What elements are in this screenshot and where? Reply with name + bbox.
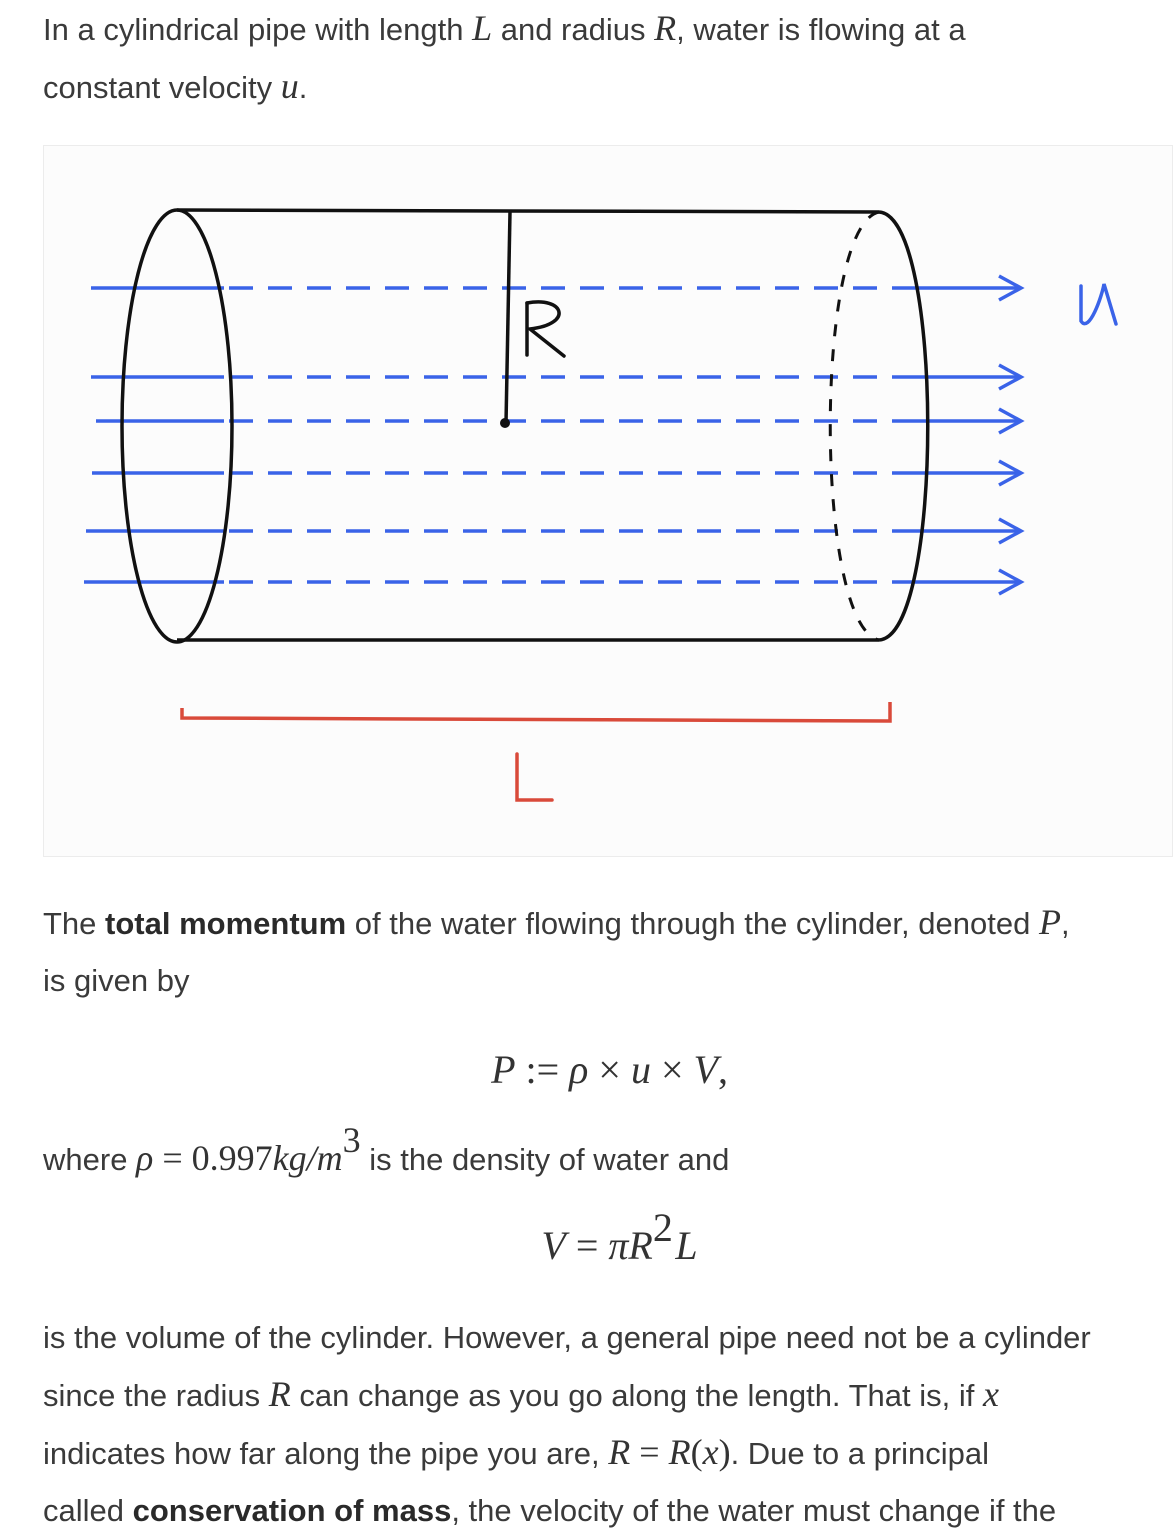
label-u-glyph	[1079, 283, 1118, 326]
math-u: u	[280, 66, 299, 106]
density-paragraph: where ρ = 0.997kg/m3 is the density of w…	[43, 1122, 1168, 1188]
eq-times: ×	[650, 1047, 694, 1092]
momentum-text: is given by	[43, 963, 190, 998]
math-equals: =	[630, 1432, 669, 1472]
density-text: where	[43, 1142, 137, 1177]
eq-rho: ρ	[569, 1047, 589, 1092]
volume-text: can change as you go along the length. T…	[290, 1378, 983, 1413]
intro-text: , water is flowing at a	[676, 12, 966, 47]
eq-L: L	[675, 1223, 698, 1268]
eq-assign: :=	[515, 1047, 570, 1092]
cylinder-figure: R u L	[43, 145, 1173, 857]
math-P: P	[1038, 902, 1061, 942]
math-paren: (	[690, 1432, 703, 1472]
math-R: R	[268, 1374, 291, 1414]
momentum-paragraph: The total momentum of the water flowing …	[43, 894, 1168, 1009]
intro-text: .	[298, 70, 308, 105]
eq-times: ×	[588, 1047, 631, 1092]
equation-momentum: P := ρ × u × V,	[22, 1046, 1175, 1093]
density-value: 0.997	[191, 1138, 273, 1178]
eq-V: V	[541, 1223, 566, 1268]
term-conservation-of-mass: conservation of mass	[132, 1493, 452, 1528]
density-exponent: 3	[342, 1120, 361, 1160]
math-R: R	[654, 8, 677, 48]
math-R: R	[668, 1432, 691, 1472]
math-x: x	[982, 1374, 999, 1414]
eq-R: R	[628, 1223, 653, 1268]
eq-equals: =	[565, 1223, 609, 1268]
eq-u: u	[630, 1047, 651, 1092]
math-L: L	[472, 8, 493, 48]
density-text: is the density of water and	[360, 1142, 730, 1177]
math-rho: ρ	[136, 1138, 154, 1178]
volume-text: is the volume of the cylinder. However, …	[43, 1320, 1091, 1355]
volume-text: called	[43, 1493, 133, 1528]
length-bracket	[180, 702, 892, 723]
eq-P: P	[491, 1047, 516, 1092]
flow-lines	[84, 274, 1025, 596]
math-equals: =	[153, 1138, 192, 1178]
intro-paragraph: In a cylindrical pipe with length L and …	[43, 0, 1168, 116]
density-unit: kg/m	[272, 1138, 343, 1178]
intro-text: In a cylindrical pipe with length	[43, 12, 473, 47]
volume-text: , the velocity of the water must change …	[451, 1493, 1057, 1528]
cylinder-outline	[120, 208, 930, 644]
volume-text: indicates how far along the pipe you are…	[43, 1436, 609, 1471]
momentum-text: of the water flowing through the cylinde…	[346, 906, 1039, 941]
volume-text: . Due to a principal	[730, 1436, 990, 1471]
momentum-text: ,	[1060, 906, 1070, 941]
eq-comma: ,	[717, 1047, 728, 1092]
math-paren: )	[718, 1432, 731, 1472]
math-x: x	[702, 1432, 719, 1472]
volume-text: since the radius	[43, 1378, 269, 1413]
volume-paragraph: is the volume of the cylinder. However, …	[43, 1309, 1168, 1539]
cylinder-diagram: R u L	[84, 208, 1118, 802]
term-total-momentum: total momentum	[105, 906, 347, 941]
intro-text: constant velocity	[43, 70, 281, 105]
label-R-glyph	[525, 300, 566, 358]
eq-pi: π	[608, 1223, 629, 1268]
eq-V: V	[693, 1047, 718, 1092]
math-R: R	[608, 1432, 631, 1472]
eq-exponent: 2	[652, 1205, 673, 1250]
momentum-text: The	[43, 906, 106, 941]
equation-volume: V = πR2 L	[32, 1208, 1175, 1269]
intro-text: and radius	[492, 12, 655, 47]
label-L-glyph	[515, 752, 554, 802]
